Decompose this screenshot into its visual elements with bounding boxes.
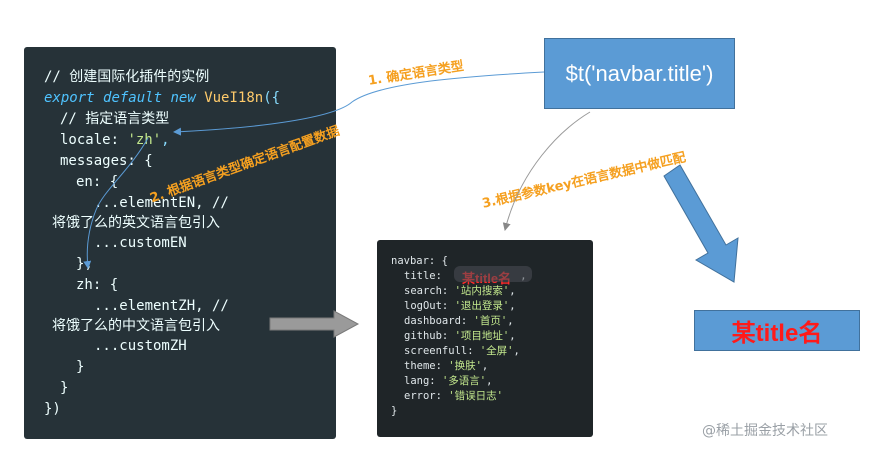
lang-value: '多语言' — [441, 375, 487, 387]
navbar-line-lang: lang: '多语言', — [404, 375, 493, 387]
keyword-export: export — [44, 90, 95, 106]
watermark: @稀土掘金技术社区 — [702, 423, 828, 439]
navbar-line-screenfull: screenfull: '全屏', — [404, 345, 520, 357]
code-line-messages: messages: { — [60, 153, 153, 169]
code-line-locale: locale: 'zh', — [60, 130, 170, 150]
code-line-custom-zh: ...customZH — [94, 338, 187, 354]
theme-key: theme: — [404, 360, 449, 372]
search-value: '站内搜索' — [454, 285, 510, 297]
code-line-en-close: }, — [76, 256, 93, 272]
error-value: '错误日志' — [448, 390, 503, 402]
punctuation: ({ — [263, 90, 281, 106]
code-line-messages-close: } — [60, 380, 69, 396]
search-key: search: — [404, 285, 455, 297]
screenfull-key: screenfull: — [404, 345, 480, 357]
matched-title-value: 某title名 — [462, 271, 512, 286]
code-line-element-zh: ...elementZH, // — [94, 298, 229, 314]
navbar-line-search: search: '站内搜索', — [404, 285, 516, 297]
class-name: VueI18n — [204, 90, 264, 106]
locale-value: 'zh' — [127, 132, 162, 148]
dashboard-key: dashboard: — [404, 315, 474, 327]
code-line-zh-close: } — [76, 359, 85, 375]
keyword-new: new — [170, 90, 196, 106]
theme-value: '换肤' — [448, 360, 482, 372]
navbar-line-error: error: '错误日志' — [404, 389, 503, 404]
code-line-zh: zh: { — [76, 277, 119, 293]
logout-value: '退出登录' — [454, 300, 510, 312]
code-line-end: }) — [44, 401, 61, 417]
github-value: '项目地址' — [454, 330, 510, 342]
navbar-line-theme: theme: '换肤', — [404, 360, 489, 372]
title-tail: , — [520, 270, 527, 282]
t-call-box: $t('navbar.title') — [544, 38, 735, 109]
navbar-line-close: } — [391, 405, 398, 417]
navbar-line-open: navbar: { — [391, 255, 448, 267]
navbar-line-github: github: '项目地址', — [404, 330, 516, 342]
code-line-comment: // 创建国际化插件的实例 — [44, 69, 210, 85]
code-line-export: export default new VueI18n({ — [44, 88, 280, 108]
code-line-comment-locale: // 指定语言类型 — [60, 111, 170, 127]
code-line-en: en: { — [76, 174, 119, 190]
error-key: error: — [404, 390, 449, 402]
main-code-panel: // 创建国际化插件的实例 export default new VueI18n… — [24, 47, 336, 439]
locale-key: locale: — [60, 132, 128, 148]
keyword-default: default — [103, 90, 163, 106]
logout-key: logOut: — [404, 300, 455, 312]
step1-label: 1. 确定语言类型 — [367, 58, 465, 89]
arrow-blue-block — [663, 164, 739, 283]
punctuation: , — [161, 132, 170, 148]
lang-key: lang: — [404, 375, 442, 387]
code-line-custom-en: ...customEN — [94, 235, 187, 251]
code-line-comment-zh: 将饿了么的中文语言包引入 — [52, 318, 220, 334]
navbar-line-dashboard: dashboard: '首页', — [404, 315, 514, 327]
github-key: github: — [404, 330, 455, 342]
screenfull-value: '全屏' — [479, 345, 514, 357]
title-key: title: — [404, 270, 449, 282]
step3-label: 3.根据参数key在语言数据中做匹配 — [480, 150, 688, 212]
code-line-comment-en: 将饿了么的英文语言包引入 — [52, 215, 220, 231]
result-box: 某title名 — [694, 310, 860, 351]
dashboard-value: '首页' — [473, 315, 508, 327]
navbar-line-logout: logOut: '退出登录', — [404, 300, 516, 312]
